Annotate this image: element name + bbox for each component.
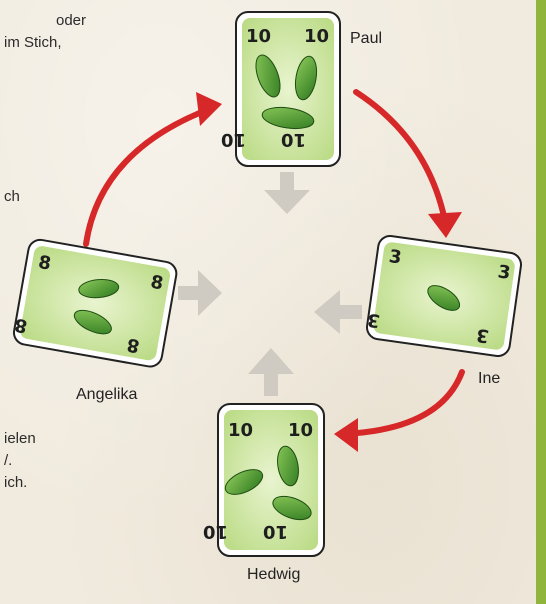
card-value: 10: [228, 420, 253, 441]
arrowhead-icon: [196, 92, 222, 126]
card-ine: 3 3 3 3: [365, 234, 523, 357]
red-arrow-ine-to-hedwig: [342, 372, 462, 434]
card-value: 10: [304, 26, 329, 47]
card-value: 10: [246, 26, 271, 47]
card-value: 10: [263, 521, 288, 542]
card-paul: 10 10 10 10: [221, 12, 340, 166]
arrowhead-icon: [428, 212, 462, 238]
player-name-ine: Ine: [478, 370, 500, 388]
card-angelika: 8 8 8 8: [12, 238, 179, 369]
card-value: 10: [221, 129, 246, 150]
red-arrow-angelika-to-paul: [86, 108, 212, 244]
card-hedwig: 10 10 10 10: [203, 404, 324, 556]
player-name-hedwig: Hedwig: [247, 566, 300, 584]
card-value: 10: [288, 420, 313, 441]
card-value: 8: [13, 314, 29, 337]
grey-arrow-from-right: [314, 290, 362, 334]
player-name-angelika: Angelika: [76, 386, 137, 404]
card-value: 10: [281, 129, 306, 150]
red-arrow-paul-to-ine: [356, 92, 446, 226]
arrowhead-icon: [334, 418, 358, 452]
card-value: 10: [203, 521, 228, 542]
grey-arrow-from-bottom: [248, 348, 294, 396]
grey-arrow-from-left: [178, 270, 222, 316]
player-name-paul: Paul: [350, 30, 382, 48]
grey-arrows: [178, 172, 362, 396]
grey-arrow-from-top: [264, 172, 310, 214]
